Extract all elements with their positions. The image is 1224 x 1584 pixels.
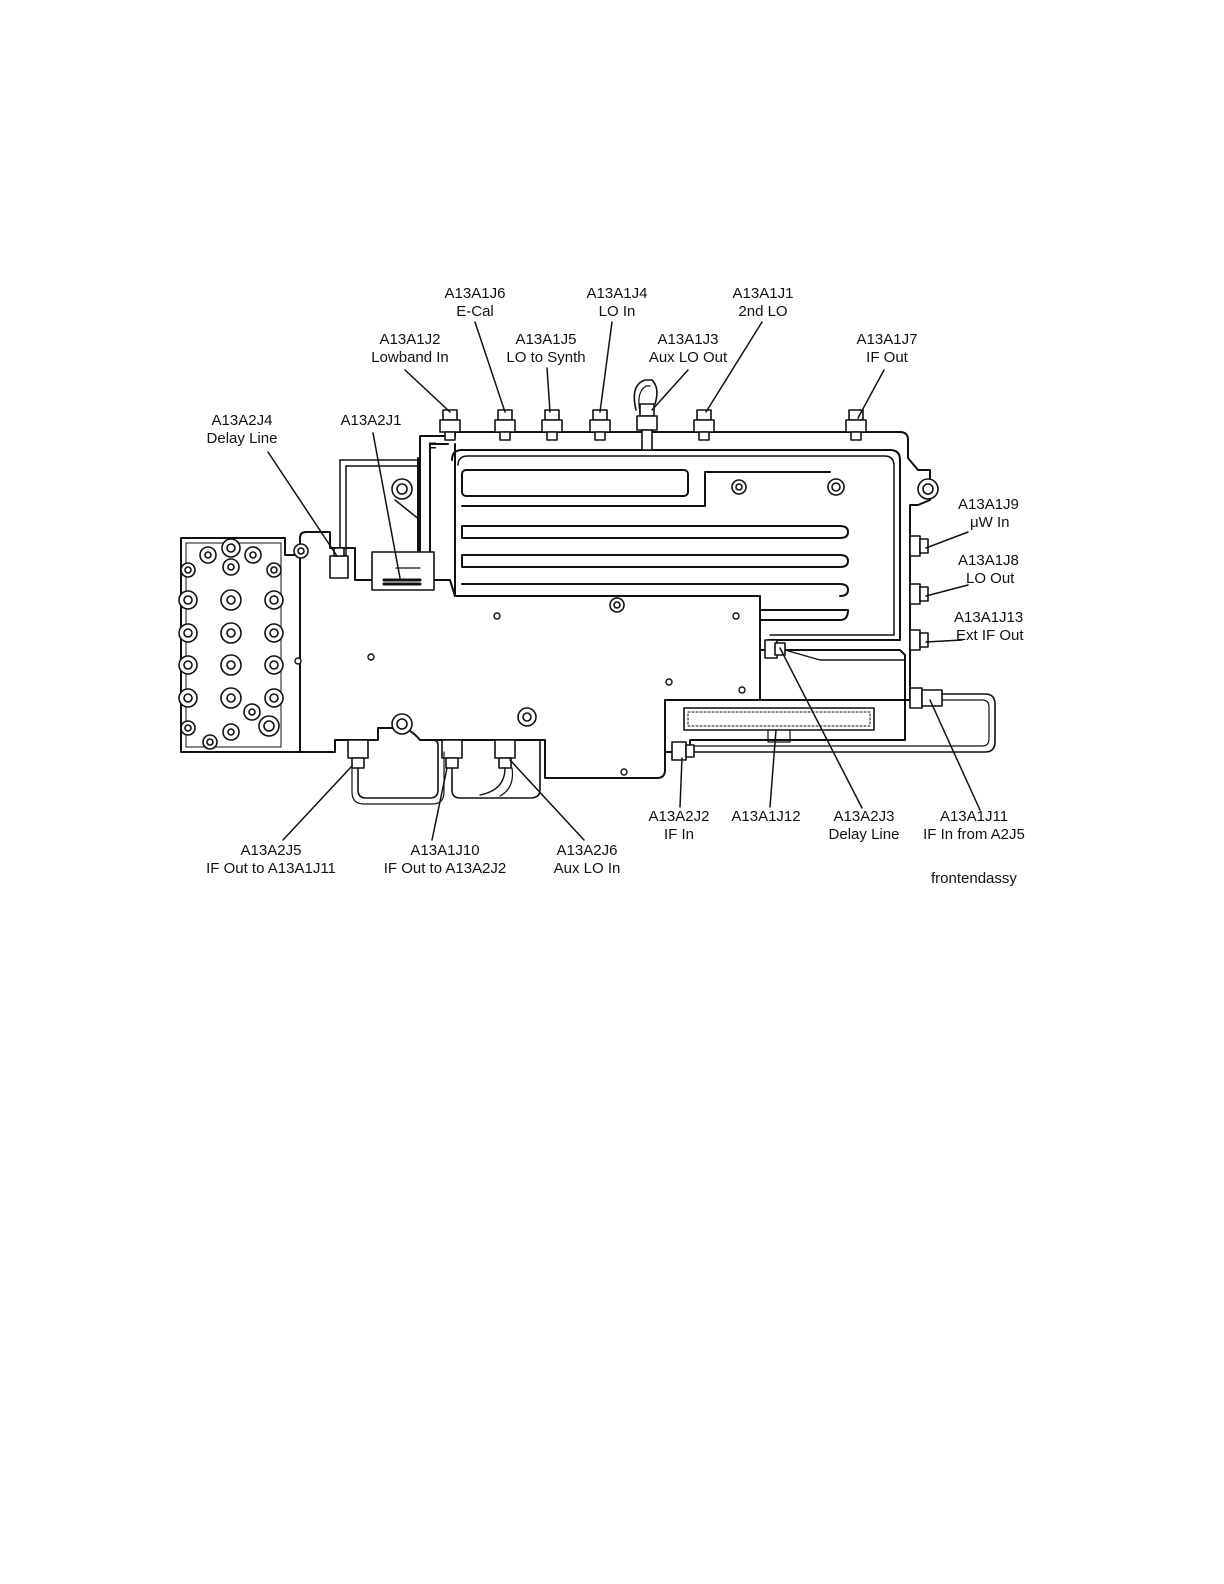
label-a13a1j2-desc: Lowband In — [371, 349, 449, 366]
connector-a13a2j1 — [371, 551, 435, 591]
label-a13a1j13-desc: Ext IF Out — [956, 627, 1024, 644]
label-a13a1j12: A13A1J12 — [722, 808, 810, 826]
label-a13a1j6-desc: E-Cal — [456, 303, 494, 320]
label-a13a1j2-id: A13A1J2 — [379, 331, 441, 348]
label-a13a2j5-desc: IF Out to A13A1J11 — [206, 860, 336, 877]
label-a13a1j1: A13A1J1 2nd LO — [720, 285, 806, 321]
connector-a13a1j9 — [909, 535, 929, 557]
connector-a13a2j6 — [494, 739, 516, 769]
label-a13a1j3-desc: Aux LO Out — [648, 349, 728, 366]
label-a13a1j8-id: A13A1J8 — [958, 552, 1019, 569]
label-a13a1j10: A13A1J10 IF Out to A13A2J2 — [370, 842, 520, 878]
label-a13a1j4-id: A13A1J4 — [586, 285, 648, 302]
holes — [294, 612, 746, 776]
label-a13a2j3: A13A2J3 Delay Line — [818, 808, 910, 844]
label-a13a1j12-id: A13A1J12 — [731, 808, 801, 825]
label-a13a2j2-id: A13A2J2 — [648, 808, 710, 825]
label-a13a1j7: A13A1J7 IF Out — [842, 331, 932, 367]
label-a13a1j1-desc: 2nd LO — [738, 303, 788, 320]
bottom-connectors — [347, 739, 516, 769]
label-a13a1j4: A13A1J4 LO In — [574, 285, 660, 321]
label-a13a2j3-id: A13A2J3 — [833, 808, 895, 825]
label-a13a1j13-id: A13A1J13 — [954, 609, 1024, 626]
connector-a13a2j5 — [347, 739, 369, 769]
label-a13a2j6: A13A2J6 Aux LO In — [542, 842, 632, 878]
connector-a13a2j3 — [764, 639, 786, 659]
connector-a13a2j2 — [671, 741, 695, 761]
figure-name-text: frontendassy — [931, 870, 1017, 887]
label-a13a2j4-desc: Delay Line — [206, 430, 278, 447]
label-a13a1j3: A13A1J3 Aux LO Out — [638, 331, 738, 367]
side-connectors — [909, 535, 943, 709]
connector-a13a1j2 — [439, 409, 461, 441]
label-a13a1j7-desc: IF Out — [866, 349, 908, 366]
label-a13a1j5-id: A13A1J5 — [515, 331, 577, 348]
label-a13a1j8-desc: LO Out — [966, 570, 1015, 587]
label-a13a1j10-desc: IF Out to A13A2J2 — [383, 860, 507, 877]
label-a13a1j8: A13A1J8 LO Out — [958, 552, 1028, 588]
upper-housing — [339, 431, 931, 701]
label-a13a1j3-id: A13A1J3 — [657, 331, 719, 348]
label-a13a1j9: A13A1J9 μW In — [958, 496, 1028, 532]
label-a13a1j4-desc: LO In — [598, 303, 636, 320]
connector-a13a1j10 — [441, 739, 463, 769]
leader-lines — [267, 321, 981, 841]
connector-a13a1j13 — [909, 629, 929, 651]
label-a13a1j9-desc: μW In — [970, 514, 1010, 531]
label-a13a1j5: A13A1J5 LO to Synth — [496, 331, 596, 367]
connector-a13a1j11 — [909, 687, 943, 709]
label-a13a2j4-id: A13A2J4 — [211, 412, 273, 429]
label-a13a2j5-id: A13A2J5 — [240, 842, 302, 859]
connector-a13a1j7 — [845, 409, 867, 441]
label-a13a1j7-id: A13A1J7 — [856, 331, 918, 348]
label-a13a2j2-desc: IF In — [663, 826, 694, 843]
label-a13a1j11-id: A13A1J11 — [939, 808, 1009, 825]
screws — [258, 478, 939, 737]
label-a13a1j9-id: A13A1J9 — [958, 496, 1019, 513]
label-a13a2j1: A13A2J1 — [326, 412, 416, 430]
board-mark: F — [428, 439, 437, 455]
label-a13a1j11-desc: IF In from A2J5 — [923, 826, 1025, 843]
connector-a13a1j8 — [909, 583, 929, 605]
label-a13a1j1-id: A13A1J1 — [732, 285, 794, 302]
connector-a13a1j4 — [589, 409, 611, 441]
connector-a13a1j12 — [683, 707, 875, 743]
label-a13a1j6-id: A13A1J6 — [444, 285, 506, 302]
label-a13a2j2: A13A2J2 IF In — [636, 808, 722, 844]
connector-a13a1j3 — [636, 403, 658, 451]
label-a13a1j13: A13A1J13 Ext IF Out — [954, 609, 1030, 645]
label-a13a1j10-id: A13A1J10 — [410, 842, 480, 859]
connector-a13a1j1 — [693, 409, 715, 441]
label-a13a2j5: A13A2J5 IF Out to A13A1J11 — [194, 842, 348, 878]
label-a13a2j6-id: A13A2J6 — [556, 842, 618, 859]
label-a13a1j11: A13A1J11 IF In from A2J5 — [918, 808, 1030, 844]
connector-a13a1j5 — [541, 409, 563, 441]
top-connectors — [439, 403, 867, 451]
switch-block-bolts — [178, 538, 284, 750]
switch-block — [180, 537, 301, 753]
label-a13a1j2: A13A1J2 Lowband In — [360, 331, 460, 367]
label-a13a2j3-desc: Delay Line — [828, 826, 900, 843]
figure-name: frontendassy — [931, 870, 1031, 888]
label-a13a1j6: A13A1J6 E-Cal — [432, 285, 518, 321]
label-a13a2j4: A13A2J4 Delay Line — [196, 412, 288, 448]
label-a13a1j5-desc: LO to Synth — [506, 349, 586, 366]
label-a13a2j1-id: A13A2J1 — [340, 412, 402, 429]
label-a13a2j6-desc: Aux LO In — [553, 860, 621, 877]
